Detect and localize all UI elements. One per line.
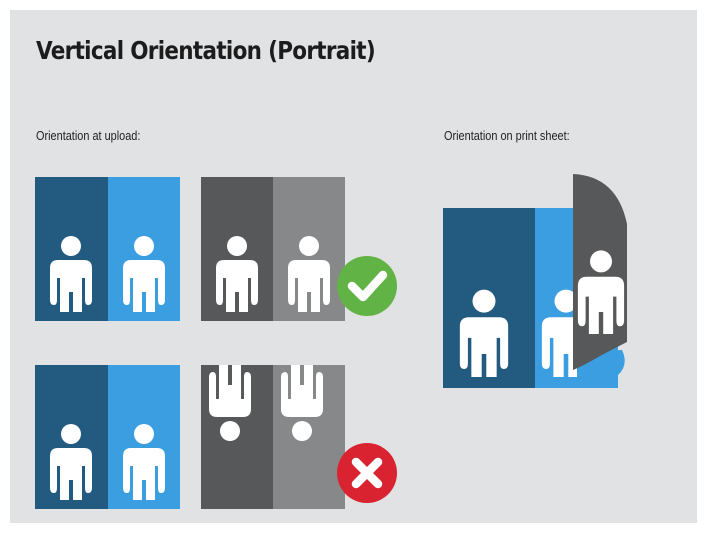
page-title: Vertical Orientation (Portrait) bbox=[36, 36, 376, 65]
top-blue-sheet bbox=[35, 177, 180, 321]
check-icon bbox=[337, 256, 397, 316]
bottom-blue-sheet bbox=[35, 365, 180, 509]
orientation-illustration bbox=[35, 174, 627, 509]
print-orientation-label: Orientation on print sheet: bbox=[444, 128, 570, 143]
bottom-gray-sheet bbox=[201, 365, 345, 509]
cross-icon bbox=[337, 443, 397, 503]
print-sheet bbox=[443, 174, 627, 388]
top-gray-sheet bbox=[201, 177, 345, 321]
diagram-panel: Vertical Orientation (Portrait) Orientat… bbox=[10, 10, 697, 523]
upload-orientation-label: Orientation at upload: bbox=[36, 128, 141, 143]
